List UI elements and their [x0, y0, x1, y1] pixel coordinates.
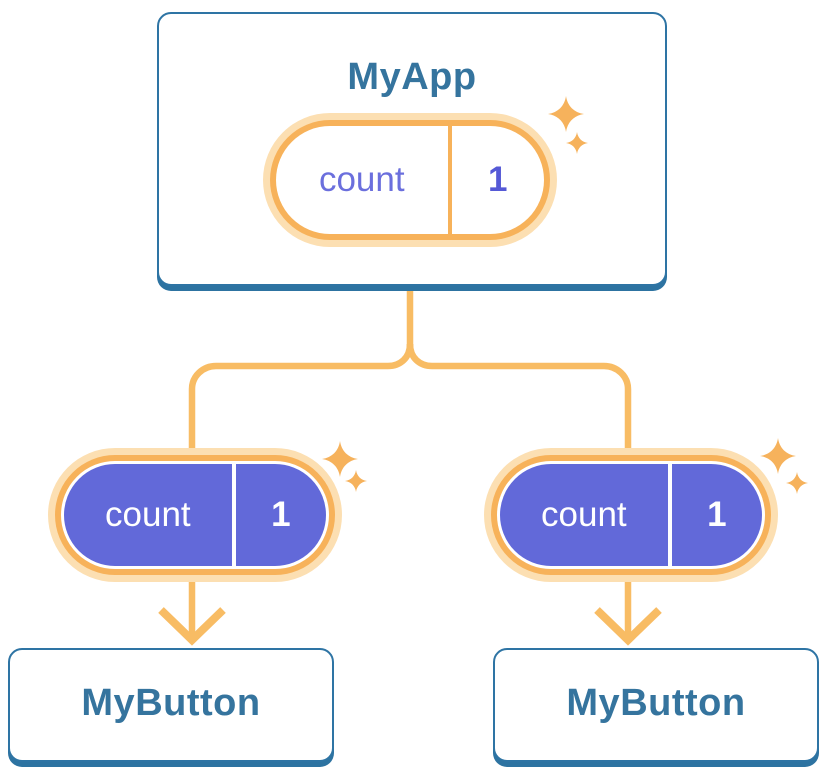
state-key: count	[318, 160, 405, 199]
state-pill-right: count 1	[497, 461, 765, 569]
state-pill-left: count 1	[61, 461, 329, 569]
state-value: 1	[271, 495, 291, 534]
state-key: count	[541, 495, 627, 534]
state-value: 1	[488, 160, 508, 199]
sparkle-icon	[322, 441, 358, 477]
sparkle-icon	[566, 132, 588, 154]
component-name: MyApp	[347, 56, 477, 98]
pill-divider	[447, 126, 452, 234]
state-pill-root: count 1	[276, 126, 544, 234]
sparkle-icon	[345, 470, 367, 492]
sparkle-icon	[760, 438, 796, 474]
component-name: MyButton	[81, 682, 261, 724]
state-key: count	[105, 495, 191, 534]
branch-right-line	[406, 343, 632, 640]
sparkle-icon	[786, 472, 808, 494]
pill-divider	[231, 464, 236, 566]
pill-divider	[667, 464, 672, 566]
arrow-down-icon	[594, 607, 662, 646]
component-node-mybutton-right: MyButton	[493, 648, 819, 762]
component-name: MyButton	[566, 682, 746, 724]
sparkle-icon	[548, 96, 584, 132]
component-node-mybutton-left: MyButton	[8, 648, 334, 762]
arrow-down-icon	[158, 607, 226, 646]
state-value: 1	[707, 495, 727, 534]
branch-left-line	[188, 343, 414, 640]
